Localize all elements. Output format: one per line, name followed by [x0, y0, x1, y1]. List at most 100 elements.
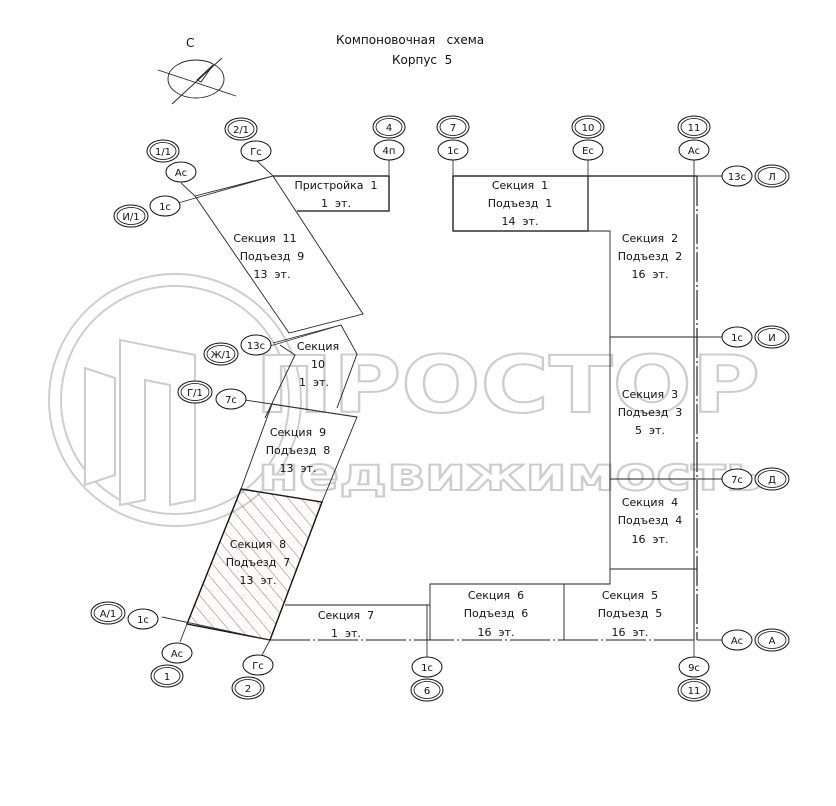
- axis-sub-label: 13с: [728, 172, 746, 183]
- section-3[interactable]: Секция 3 Подъезд 3 5 эт.: [609, 337, 697, 480]
- section-6-entrance: Подъезд 6: [464, 607, 529, 620]
- axis-sub-label: 1с: [137, 615, 149, 626]
- axis-marker-A-1[interactable]: А/1 1с: [90, 601, 159, 630]
- section-1[interactable]: Секция 1 Подъезд 1 14 эт.: [452, 175, 589, 232]
- axis-label: 11: [688, 686, 701, 697]
- axis-lines: [161, 158, 722, 657]
- axis-markers-left: И/1 1с Ж/1 13с Г/1 7с А/1 1с: [90, 195, 272, 630]
- axis-sub-label: 1с: [421, 663, 433, 674]
- watermark-line2: недвижимость: [258, 447, 763, 501]
- axis-marker-6[interactable]: 1с 6: [410, 656, 444, 702]
- section-5-entrance: Подъезд 5: [598, 607, 663, 620]
- axis-sub-label: Ас: [171, 649, 183, 660]
- section-8-floors: 13 эт.: [240, 574, 277, 587]
- axis-marker-11-top[interactable]: 11 Ас: [677, 115, 711, 161]
- axis-sub-label: 13с: [247, 341, 265, 352]
- section-6-label: Секция 6: [468, 589, 524, 602]
- section-10-number: 10: [311, 358, 325, 371]
- section-10-label: Секция: [297, 340, 339, 353]
- axis-marker-A[interactable]: Ас А: [721, 628, 790, 652]
- axis-marker-D[interactable]: 7с Д: [721, 467, 790, 491]
- axis-sub-label: 4п: [383, 146, 396, 157]
- axis-label: И/1: [122, 212, 139, 223]
- axis-marker-2[interactable]: Гс 2: [231, 654, 274, 700]
- watermark-line1: ПРОСТОР: [255, 341, 760, 431]
- axis-marker-2-1[interactable]: 2/1 Гс: [224, 117, 272, 162]
- axis-label: 11: [688, 123, 701, 134]
- axis-marker-I-1[interactable]: И/1 1с: [113, 195, 181, 228]
- section-9-entrance: Подъезд 8: [266, 444, 331, 457]
- axis-sub-label: Ес: [582, 146, 594, 157]
- section-4-floors: 16 эт.: [632, 533, 669, 546]
- watermark: ПРОСТОР недвижимость: [48, 273, 764, 527]
- diagram-title: Компоновочная схема: [336, 33, 484, 47]
- axis-sub-label: 7с: [731, 475, 743, 486]
- axis-label: А/1: [100, 609, 117, 620]
- section-5[interactable]: Секция 5 Подъезд 5 16 эт.: [563, 569, 663, 640]
- section-5-label: Секция 5: [602, 589, 658, 602]
- axis-sub-label: Гс: [252, 661, 264, 672]
- axis-sub-label: 9с: [688, 663, 700, 674]
- section-1-floors: 14 эт.: [502, 215, 539, 228]
- axis-sub-label: Ас: [688, 146, 700, 157]
- section-7[interactable]: Секция 7 1 эт.: [285, 604, 430, 640]
- annex-label: Пристройка 1: [294, 179, 377, 192]
- north-arrow-icon: С: [157, 36, 237, 105]
- axis-marker-11-bottom[interactable]: 9с 11: [677, 656, 711, 702]
- axis-sub-label: 1с: [731, 333, 743, 344]
- axis-marker-I[interactable]: 1с И: [721, 325, 790, 349]
- annex-floors: 1 эт.: [321, 197, 351, 210]
- section-7-label: Секция 7: [318, 609, 374, 622]
- section-1-label: Секция 1: [492, 179, 548, 192]
- section-9-label: Секция 9: [270, 426, 326, 439]
- axis-label: Г/1: [187, 388, 203, 399]
- axis-sub-label: Ас: [175, 168, 187, 179]
- section-10[interactable]: Секция 10 1 эт.: [264, 324, 358, 419]
- axis-marker-L[interactable]: 13с Л: [721, 164, 790, 188]
- axis-label: И: [768, 333, 775, 344]
- axis-label: 7: [450, 123, 456, 134]
- section-3-label: Секция 3: [622, 388, 678, 401]
- axis-label: Ж/1: [211, 350, 232, 361]
- axis-marker-1[interactable]: Ас 1: [150, 642, 193, 688]
- axis-markers-bottom: Ас 1 Гс 2 1с 6 9с 11: [150, 642, 711, 702]
- section-6-floors: 16 эт.: [478, 626, 515, 639]
- axis-marker-10[interactable]: 10 Ес: [571, 115, 605, 161]
- axis-marker-4[interactable]: 4 4п: [372, 115, 406, 161]
- axis-markers-right: 13с Л 1с И 7с Д Ас А: [721, 164, 790, 652]
- axis-label: 1/1: [155, 147, 171, 158]
- section-4[interactable]: Секция 4 Подъезд 4 16 эт.: [609, 479, 697, 570]
- axis-marker-1-1[interactable]: 1/1 Ас: [146, 139, 197, 183]
- section-6[interactable]: Секция 6 Подъезд 6 16 эт.: [429, 583, 564, 640]
- section-4-entrance: Подъезд 4: [618, 514, 683, 527]
- section-4-label: Секция 4: [622, 496, 678, 509]
- section-8-label: Секция 8: [230, 538, 286, 551]
- axis-marker-G-1[interactable]: Г/1 7с: [177, 380, 247, 410]
- axis-markers-top: 1/1 Ас 2/1 Гс 4 4п 7 1с 10: [146, 115, 711, 183]
- axis-sub-label: 7с: [225, 395, 237, 406]
- section-10-floors: 1 эт.: [299, 376, 329, 389]
- section-3-floors: 5 эт.: [635, 424, 665, 437]
- section-9[interactable]: Секция 9 Подъезд 8 13 эт.: [240, 403, 358, 503]
- axis-sub-label: 1с: [159, 202, 171, 213]
- section-11[interactable]: Секция 11 Подъезд 9 13 эт.: [194, 175, 364, 334]
- section-2-floors: 16 эт.: [632, 268, 669, 281]
- section-3-entrance: Подъезд 3: [618, 406, 683, 419]
- axis-label: 1: [164, 672, 170, 683]
- north-label: С: [186, 36, 194, 50]
- axis-sub-label: 1с: [447, 146, 459, 157]
- axis-marker-Zh-1[interactable]: Ж/1 13с: [203, 334, 272, 366]
- axis-label: 4: [386, 123, 392, 134]
- section-5-floors: 16 эт.: [612, 626, 649, 639]
- section-7-floors: 1 эт.: [331, 627, 361, 640]
- axis-sub-label: Ас: [731, 636, 743, 647]
- section-1-entrance: Подъезд 1: [488, 197, 553, 210]
- section-2-entrance: Подъезд 2: [618, 250, 683, 263]
- axis-sub-label: Гс: [250, 147, 262, 158]
- annex-1[interactable]: Пристройка 1 1 эт.: [273, 175, 390, 212]
- axis-label: 2: [245, 684, 251, 695]
- section-2[interactable]: Секция 2 Подъезд 2 16 эт.: [588, 230, 697, 338]
- section-8-entrance: Подъезд 7: [226, 556, 291, 569]
- watermark-logo-icon: [48, 273, 302, 527]
- axis-marker-7[interactable]: 7 1с: [436, 115, 470, 161]
